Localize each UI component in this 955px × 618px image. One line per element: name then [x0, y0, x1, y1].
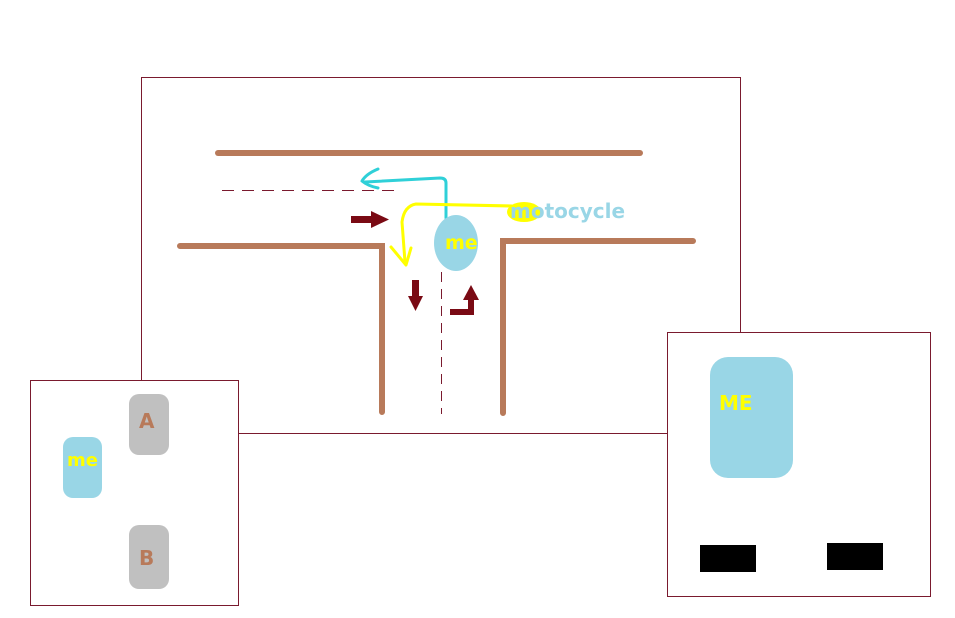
yellow-path [400, 202, 514, 264]
motorcycle-label: motocycle [510, 199, 625, 223]
left-inset-me-label: me [67, 450, 98, 471]
right-inset-me-vehicle [710, 357, 793, 478]
direction-arrow-turn [450, 285, 479, 315]
road-left-corner [177, 243, 385, 415]
black-block-right [827, 543, 883, 570]
direction-arrow-east [351, 211, 389, 228]
motorcycle-marker [507, 202, 541, 222]
me-vehicle-label: me [445, 232, 478, 254]
cyan-path [363, 176, 448, 220]
car-b [129, 525, 169, 589]
roads [177, 150, 696, 416]
car-a [129, 394, 169, 455]
yellow-arrowhead [389, 245, 413, 267]
direction-arrow-south [408, 280, 423, 311]
car-a-label: A [139, 409, 155, 433]
cyan-arrowhead [360, 167, 380, 190]
right-inset-me-label: ME [719, 391, 753, 415]
car-b-label: B [139, 546, 154, 570]
black-block-left [700, 545, 756, 572]
left-inset-me-vehicle [63, 437, 102, 498]
me-vehicle [434, 215, 478, 271]
road-right-corner [500, 238, 696, 416]
